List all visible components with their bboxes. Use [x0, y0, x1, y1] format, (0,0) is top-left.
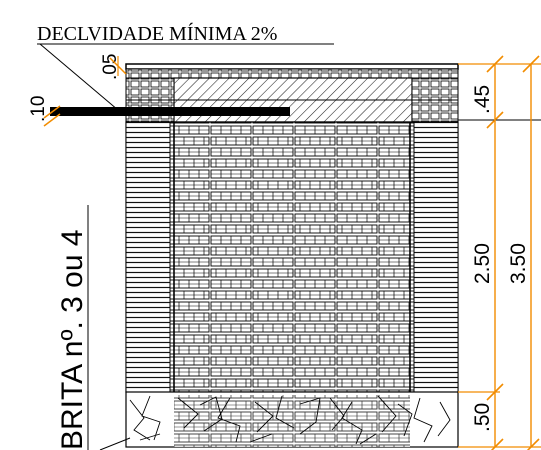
- slope-note: DECLVIDADE MÍNIMA 2%: [37, 22, 334, 111]
- dim-left-small-tick-a: [43, 105, 61, 119]
- wall-body: [125, 121, 459, 393]
- slope-note-text: DECLVIDADE MÍNIMA 2%: [37, 22, 277, 45]
- left-dimensions: .05 .10 BRITA nº. 3 ou 4: [28, 54, 127, 450]
- gravel-marks: [129, 395, 451, 445]
- cap-cell-row: [125, 68, 459, 79]
- dim-inner-tick-2: [486, 111, 504, 129]
- cap-top-line: [125, 63, 459, 70]
- base-leader: [99, 437, 131, 450]
- dim-top-small: .05: [100, 54, 121, 80]
- right-dimensions: .45 2.50 3.50 .50: [458, 55, 541, 450]
- wall-brick-fill: [125, 121, 459, 393]
- drip-bar: [50, 107, 290, 116]
- dim-left-small-tick-b: [43, 113, 61, 127]
- dim-outer-tick-bottom: [526, 438, 540, 450]
- dim-total-height: 3.50: [507, 243, 530, 284]
- left-column: [125, 121, 171, 393]
- dim-inner-tick-4: [490, 438, 504, 450]
- dim-inner-tick-1: [486, 55, 504, 73]
- base-brick-fill: [174, 395, 410, 447]
- dim-left-small: .10: [28, 96, 49, 122]
- gravel-base: [99, 391, 459, 450]
- dim-base-height: .50: [471, 403, 494, 432]
- side-label: BRITA nº. 3 ou 4: [56, 229, 89, 450]
- dim-inner-tick-3: [486, 383, 504, 401]
- dim-wall-height: 2.50: [471, 243, 494, 284]
- slope-note-leader: [39, 43, 119, 111]
- dim-outer-tick-top: [522, 55, 540, 73]
- right-column: [413, 121, 459, 393]
- dim-cap-height: .45: [471, 85, 494, 114]
